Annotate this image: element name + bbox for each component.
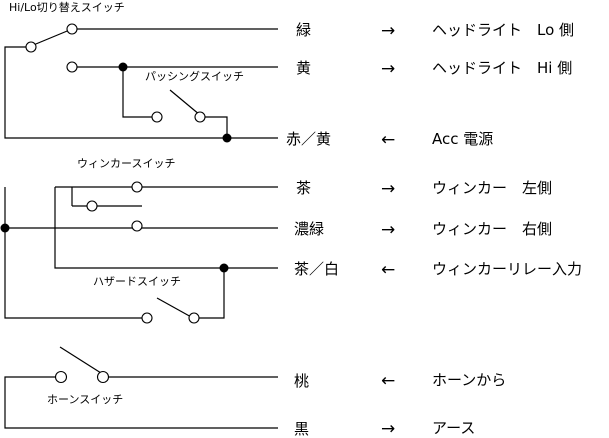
winker-hazard-group: ウィンカースイッチ ハザードスイッチ	[0, 157, 278, 324]
destination-label: ウィンカーリレー入力	[432, 260, 582, 278]
passing-contact-a	[151, 111, 163, 123]
direction-arrow: ←	[381, 371, 395, 391]
junction-yellow	[118, 62, 128, 72]
hazard-switch-lever	[156, 297, 194, 319]
destination-label: ウィンカー 左側	[432, 179, 552, 197]
wire-winker-common	[4, 187, 147, 319]
row-dark-green: 濃緑 → ウィンカー 右側	[294, 220, 552, 240]
winker-contact-common	[86, 200, 98, 212]
direction-arrow: →	[381, 220, 395, 240]
wire-color-label: 黒	[294, 420, 309, 438]
wire-color-label: 黄	[296, 59, 311, 77]
row-brown: 茶 → ウィンカー 左側	[296, 179, 552, 199]
hazard-contact-a	[141, 312, 153, 324]
passing-return-wire	[200, 116, 228, 138]
row-pink: 桃 ← ホーンから	[294, 371, 506, 391]
horn-contact-b	[96, 370, 110, 384]
wire-color-label: 茶	[296, 179, 311, 197]
hilo-contact-common	[25, 41, 37, 53]
hilo-passing-group: Hi/Lo切り替えスイッチ パッシングスイッチ	[4, 0, 278, 143]
horn-contact-a	[54, 370, 68, 384]
destination-label: ヘッドライト Lo 側	[432, 21, 574, 39]
destination-label: Acc 電源	[432, 130, 493, 148]
passing-switch-label: パッシングスイッチ	[145, 69, 244, 83]
wire-black	[4, 376, 278, 429]
destination-label: アース	[432, 419, 475, 437]
destination-label: ホーンから	[432, 371, 506, 389]
hazard-switch-label: ハザードスイッチ	[93, 275, 181, 288]
destination-label: ウィンカー 右側	[432, 220, 552, 238]
hilo-switch-label: Hi/Lo切り替えスイッチ	[9, 0, 125, 14]
direction-arrow: →	[381, 59, 395, 79]
hilo-contact-hi	[66, 61, 78, 73]
winker-switch-label: ウィンカースイッチ	[77, 157, 175, 170]
passing-contact-b	[194, 111, 206, 123]
direction-arrow: ←	[381, 130, 395, 150]
direction-arrow: ←	[381, 260, 395, 280]
wire-color-label: 桃	[294, 372, 309, 390]
direction-arrow: →	[381, 419, 395, 438]
wire-acc-main	[4, 46, 278, 139]
horn-switch-label: ホーンスイッチ	[47, 393, 123, 406]
direction-arrow: →	[381, 179, 395, 199]
row-green: 緑 → ヘッドライト Lo 側	[296, 21, 574, 41]
row-brown-white: 茶／白 ← ウィンカーリレー入力	[294, 260, 582, 280]
wire-color-label: 緑	[296, 21, 311, 39]
row-red-yellow: 赤／黄 ← Acc 電源	[286, 130, 493, 150]
destination-label: ヘッドライト Hi 側	[432, 59, 572, 77]
hilo-contact-lo	[66, 23, 78, 35]
hazard-contact-b	[188, 312, 200, 324]
row-yellow: 黄 → ヘッドライト Hi 側	[296, 59, 572, 79]
wire-brown-white	[54, 187, 278, 269]
wire-color-label: 茶／白	[294, 260, 339, 278]
winker-contact-right	[131, 220, 143, 232]
connection-table: 緑 → ヘッドライト Lo 側 黄 → ヘッドライト Hi 側 赤／黄 ← Ac…	[286, 21, 582, 438]
passing-branch-wire	[122, 67, 157, 118]
hazard-return-wire	[193, 268, 225, 319]
horn-switch-lever	[59, 346, 102, 374]
direction-arrow: →	[381, 21, 395, 41]
wire-color-label: 赤／黄	[286, 130, 331, 148]
junction-acc	[222, 133, 232, 143]
junction-common-left	[0, 223, 10, 233]
passing-switch-lever	[169, 89, 201, 116]
row-black: 黒 → アース	[294, 419, 475, 438]
junction-brown-white	[219, 263, 229, 273]
horn-group: ホーンスイッチ	[4, 346, 278, 429]
winker-contact-left	[131, 181, 143, 193]
hilo-switch-lever	[30, 28, 73, 47]
wire-color-label: 濃緑	[294, 220, 324, 238]
